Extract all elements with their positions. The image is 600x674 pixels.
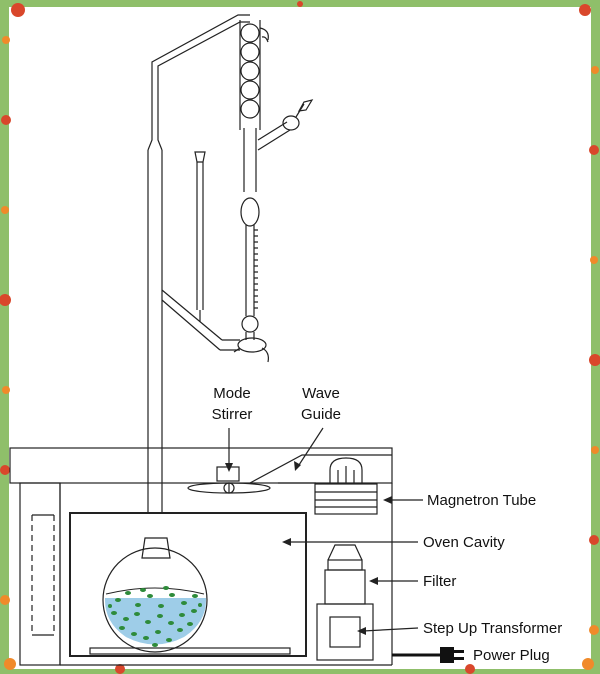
power-plug-label: Power Plug [473,647,550,664]
step-up-transformer-label: Step Up Transformer [423,620,562,637]
turntable [89,647,291,655]
oven-cavity-label: Oven Cavity [423,534,505,551]
label-pointers [228,427,423,632]
mode-stirrer-label-line2: Stirrer [212,406,253,423]
filter-label: Filter [423,573,456,590]
magnetron-tube-label: Magnetron Tube [427,492,536,509]
magnetron-tube [314,457,378,515]
clevenger-apparatus [147,14,314,538]
mode-stirrer-label-line1: Mode [213,385,251,402]
wave-guide-label-line1: Wave [302,385,340,402]
arrow-heads [225,461,392,635]
power-plug [392,647,464,663]
sample-particles [108,586,202,647]
oven-top-panel [9,447,393,484]
wave-guide [249,454,392,484]
wave-guide-label-line2: Guide [301,406,341,423]
round-bottom-flask [102,537,208,653]
